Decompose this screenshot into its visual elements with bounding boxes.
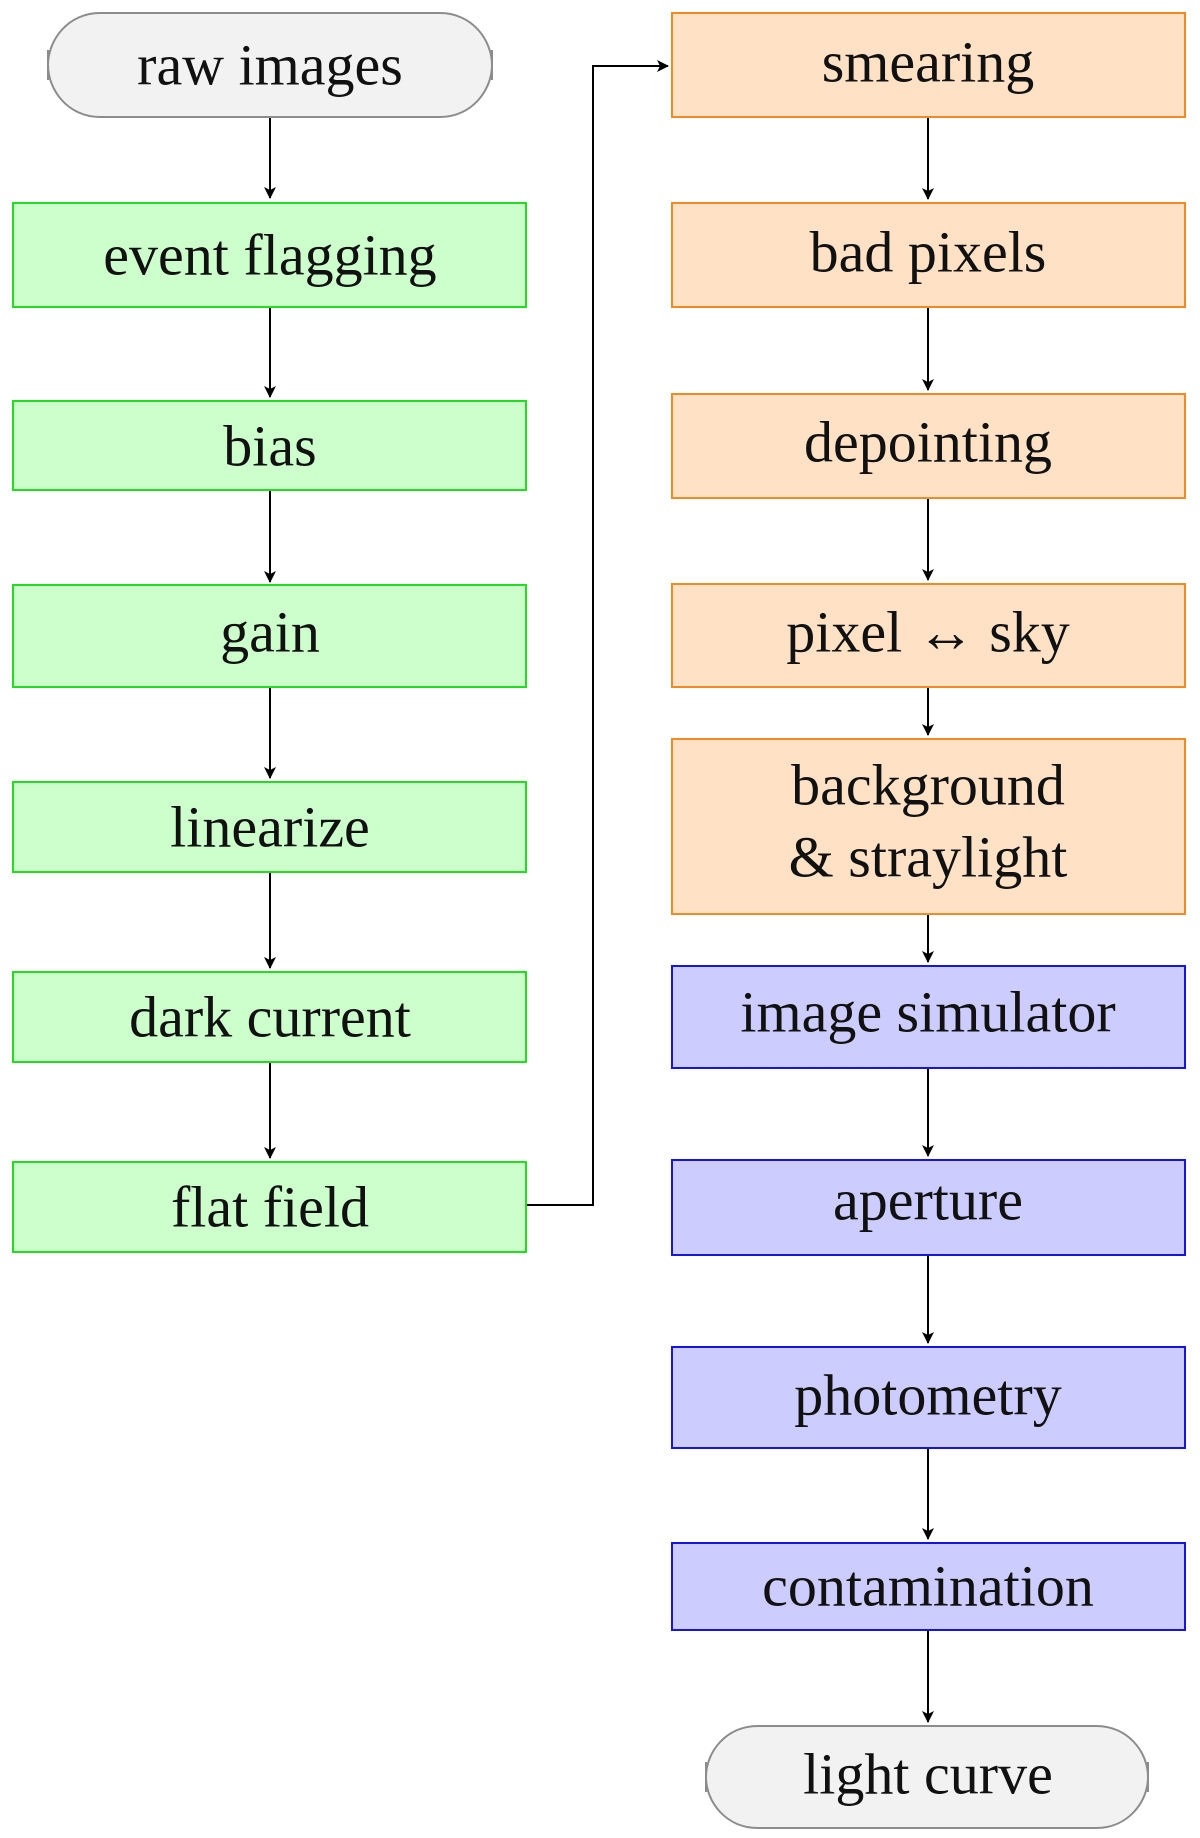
node-light-curve: light curve bbox=[704, 1725, 1150, 1829]
node-label: image simulator bbox=[740, 980, 1115, 1045]
node-label: bias bbox=[223, 414, 316, 479]
process-box bbox=[671, 965, 1186, 1069]
process-box bbox=[12, 971, 527, 1063]
process-box bbox=[671, 1542, 1186, 1631]
process-box bbox=[12, 202, 527, 308]
node-flat-field: flat field bbox=[12, 1161, 527, 1253]
node-label: raw images bbox=[137, 33, 403, 98]
process-box bbox=[671, 583, 1186, 688]
process-box bbox=[12, 584, 527, 688]
node-label: depointing bbox=[804, 410, 1052, 475]
node-label: bad pixels bbox=[810, 220, 1047, 285]
process-box bbox=[12, 400, 527, 491]
node-label: linearize bbox=[170, 795, 370, 860]
process-box bbox=[671, 1159, 1186, 1256]
node-pixel-sky: pixel ↔ sky bbox=[671, 583, 1186, 688]
node-image-simulator: image simulator bbox=[671, 965, 1186, 1069]
node-smearing: smearing bbox=[671, 12, 1186, 118]
node-label: photometry bbox=[794, 1363, 1061, 1428]
node-label: event flagging bbox=[103, 223, 436, 288]
process-box bbox=[671, 12, 1186, 118]
node-label: gain bbox=[220, 600, 320, 665]
node-contamination: contamination bbox=[671, 1542, 1186, 1631]
process-box bbox=[671, 393, 1186, 499]
node-label: aperture bbox=[833, 1168, 1023, 1233]
node-label: light curve bbox=[803, 1742, 1053, 1807]
node-linearize: linearize bbox=[12, 781, 527, 873]
node-bad-pixels: bad pixels bbox=[671, 202, 1186, 308]
node-label: smearing bbox=[822, 30, 1035, 95]
terminal-shape bbox=[46, 12, 494, 118]
node-event-flagging: event flagging bbox=[12, 202, 527, 308]
process-box bbox=[671, 1346, 1186, 1449]
process-box bbox=[12, 781, 527, 873]
edge-flat-field-to-smearing bbox=[527, 60, 669, 1206]
edges bbox=[264, 60, 934, 1723]
node-label: dark current bbox=[129, 985, 411, 1050]
node-gain: gain bbox=[12, 584, 527, 688]
node-label-line-1: background bbox=[791, 753, 1065, 818]
node-aperture: aperture bbox=[671, 1159, 1186, 1256]
node-raw-images: raw images bbox=[46, 12, 494, 118]
node-label: contamination bbox=[762, 1554, 1094, 1619]
process-box bbox=[671, 738, 1186, 915]
node-label: flat field bbox=[171, 1175, 369, 1240]
node-label-line-2: & straylight bbox=[789, 825, 1068, 890]
process-box bbox=[671, 202, 1186, 308]
node-dark-current: dark current bbox=[12, 971, 527, 1063]
terminal-shape bbox=[704, 1725, 1150, 1829]
process-box bbox=[12, 1161, 527, 1253]
node-bias: bias bbox=[12, 400, 527, 491]
node-background-straylight: background & straylight bbox=[671, 738, 1186, 915]
node-label: pixel ↔ sky bbox=[786, 600, 1070, 665]
node-depointing: depointing bbox=[671, 393, 1186, 499]
node-photometry: photometry bbox=[671, 1346, 1186, 1449]
